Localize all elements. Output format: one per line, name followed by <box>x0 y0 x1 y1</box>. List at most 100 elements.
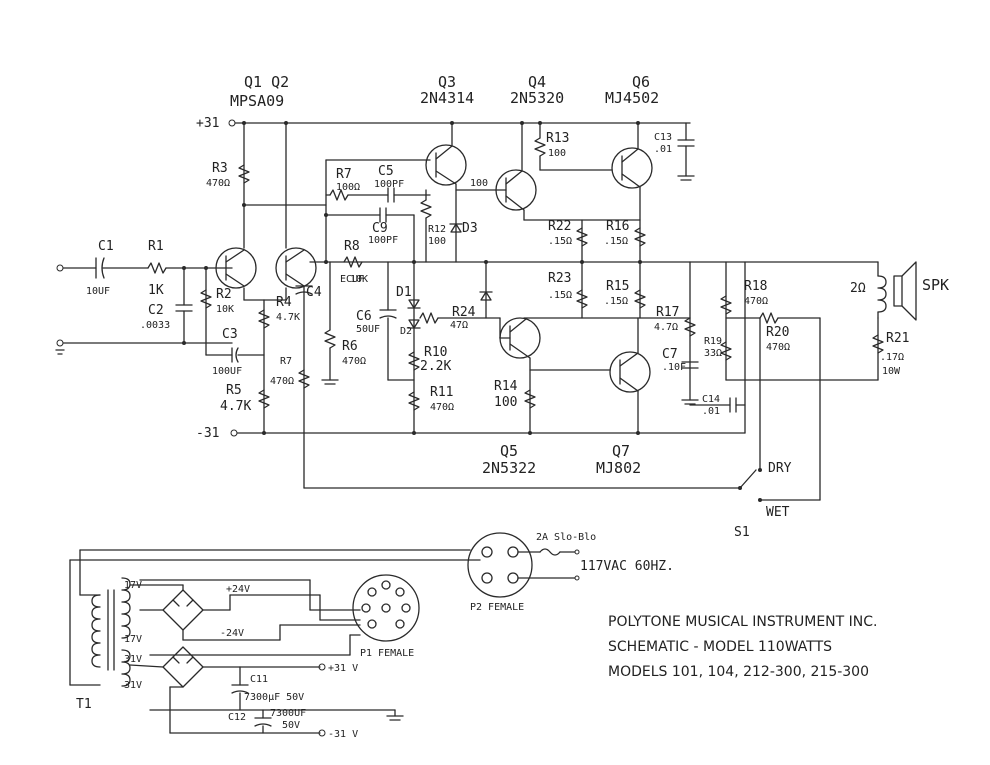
label-r7-value: 100Ω <box>336 182 360 193</box>
label-c6: C6 <box>356 309 372 324</box>
label-r12: R12 <box>428 224 446 235</box>
label-r24-value: 47Ω <box>450 320 468 331</box>
label-r7b: R7 <box>280 356 292 367</box>
label-r21-value: .17Ω <box>880 352 904 363</box>
label-c2-value: .0033 <box>140 320 170 331</box>
label-r19-value: 33Ω <box>704 348 722 359</box>
label-c4: C4 <box>306 285 322 300</box>
label-c12: C12 <box>228 712 246 723</box>
amplifier-wiring <box>55 119 917 502</box>
label-mj802: MJ802 <box>596 459 641 477</box>
label-r18: R18 <box>744 279 767 294</box>
label-r4-value: 4.7K <box>276 312 300 323</box>
label-c11: C11 <box>250 674 268 685</box>
label-c7: C7 <box>662 347 678 362</box>
label-t1: T1 <box>76 697 92 712</box>
label-tap-31a: 31V <box>124 654 142 665</box>
title-block: POLYTONE MUSICAL INSTRUMENT INC. SCHEMAT… <box>608 614 877 680</box>
label-r14-value: 100 <box>494 395 517 410</box>
label-s1: S1 <box>734 525 750 540</box>
label-c12-value: 7300UF <box>270 708 306 719</box>
label-c3: C3 <box>222 327 238 342</box>
label-r23: R23 <box>548 271 571 286</box>
label-c5-value: 100PF <box>374 179 404 190</box>
label-r2-value: 10K <box>216 304 234 315</box>
label-r20-value: 470Ω <box>766 342 790 353</box>
label-c4-value: ECUF <box>340 274 364 285</box>
label-c14-value: .01 <box>702 406 720 417</box>
power-supply-wiring <box>69 532 580 737</box>
label-31v-neg: -31 V <box>328 729 358 740</box>
label-31v-pos: +31 V <box>328 663 358 674</box>
label-r17-value: 4.7Ω <box>654 322 678 333</box>
label-24v-neg: -24V <box>220 628 244 639</box>
label-c13: C13 <box>654 132 672 143</box>
label-q5: Q5 <box>500 442 518 460</box>
label-tap-17a: 17V <box>124 580 142 591</box>
label-r22-value: .15Ω <box>548 236 572 247</box>
label-c5: C5 <box>378 164 394 179</box>
label-r21: R21 <box>886 331 909 346</box>
label-r1: R1 <box>148 239 164 254</box>
rail-labels: +31 -31 <box>196 116 219 441</box>
label-r20: R20 <box>766 325 789 340</box>
label-spk-impedance: 2Ω <box>850 281 866 296</box>
label-r10-value: 2.2K <box>420 359 451 374</box>
label-24v-pos: +24V <box>226 584 250 595</box>
label-c1-value: 10UF <box>86 286 110 297</box>
label-wet: WET <box>766 505 790 520</box>
label-r6-value: 470Ω <box>342 356 366 367</box>
label-r7b-value: 470Ω <box>270 376 294 387</box>
label-mains: 117VAC 60HZ. <box>580 559 674 574</box>
label-r21-watt: 10W <box>882 366 901 377</box>
label-r13: R13 <box>546 131 569 146</box>
label-r16: R16 <box>606 219 629 234</box>
label-q6: Q6 <box>632 73 650 91</box>
label-c1: C1 <box>98 239 114 254</box>
title-company: POLYTONE MUSICAL INSTRUMENT INC. <box>608 614 877 630</box>
label-q1q2: Q1 Q2 <box>244 73 289 91</box>
label-r19: R19 <box>704 336 722 347</box>
label-r15-value: .15Ω <box>604 296 628 307</box>
label-r13-value: 100 <box>548 148 566 159</box>
title-models: MODELS 101, 104, 212-300, 215-300 <box>608 664 869 680</box>
title-schematic: SCHEMATIC - MODEL 110WATTS <box>608 639 832 655</box>
label-c9: C9 <box>372 221 388 236</box>
label-p1: P1 FEMALE <box>360 648 414 659</box>
label-r5: R5 <box>226 383 242 398</box>
label-tap-17b: 17V <box>124 634 142 645</box>
label-p2: P2 FEMALE <box>470 602 524 613</box>
label-r1-value: 1K <box>148 283 164 298</box>
label-r10: R10 <box>424 345 447 360</box>
label-c2: C2 <box>148 303 164 318</box>
label-fuse: 2A Slo-Blo <box>536 532 596 543</box>
component-labels: C1 10UF R1 1K C2 .0033 R2 10K C3 100UF R… <box>86 131 949 540</box>
label-r22: R22 <box>548 219 571 234</box>
label-r4: R4 <box>276 295 292 310</box>
label-c9-value: 100PF <box>368 235 398 246</box>
label-d2: D2 <box>400 326 412 337</box>
label-2n5320: 2N5320 <box>510 89 564 107</box>
label-r23-value: .15Ω <box>548 290 572 301</box>
label-2n4314: 2N4314 <box>420 89 474 107</box>
transistor-labels: Q1 Q2 MPSA09 Q3 2N4314 Q4 2N5320 Q6 MJ45… <box>230 73 659 477</box>
label-c14: C14 <box>702 394 720 405</box>
label-c13-value: .01 <box>654 144 672 155</box>
label-mj4502: MJ4502 <box>605 89 659 107</box>
label-r24: R24 <box>452 305 476 320</box>
label-r11-value: 470Ω <box>430 402 454 413</box>
label-r8: R8 <box>344 239 360 254</box>
label-pos-rail: +31 <box>196 116 219 131</box>
label-c3-value: 100UF <box>212 366 242 377</box>
label-neg-rail: -31 <box>196 426 219 441</box>
label-r6: R6 <box>342 339 358 354</box>
label-mpsa09: MPSA09 <box>230 92 284 110</box>
label-q7: Q7 <box>612 442 630 460</box>
label-n100: 100 <box>470 178 488 189</box>
label-r14: R14 <box>494 379 518 394</box>
label-dry: DRY <box>768 461 792 476</box>
label-r17: R17 <box>656 305 679 320</box>
label-r3: R3 <box>212 161 228 176</box>
label-q3: Q3 <box>438 73 456 91</box>
